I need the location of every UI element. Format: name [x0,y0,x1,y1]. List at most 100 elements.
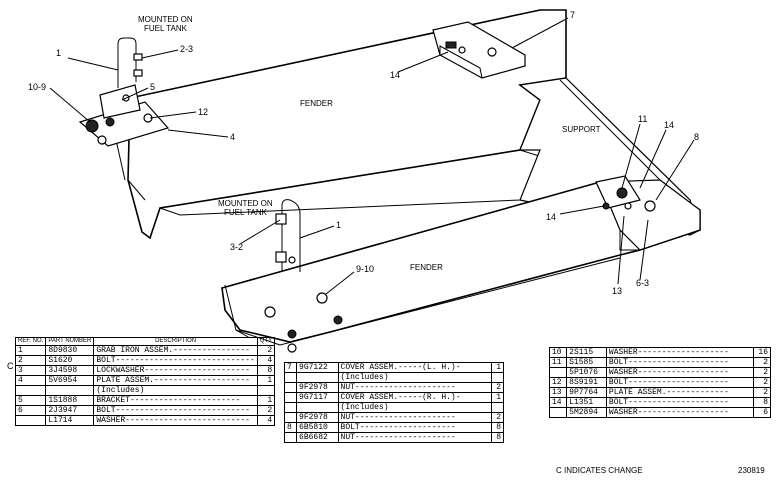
cell-ref: 1 [14,345,47,356]
leader-lines [49,17,695,295]
callout-13: 13 [612,286,622,296]
mounted-on-label-2a: MOUNTED ON [218,199,273,208]
cell-qty [490,372,505,383]
cell-part: 9G7117 [296,392,339,403]
callout-3-2: 3-2 [230,242,243,252]
cell-ref [283,432,298,443]
cell-desc: BOLT--------------------- [605,377,754,388]
cell-part: 8S9191 [566,377,607,388]
table-row: (Includes) [14,385,276,396]
cell-ref: 7 [283,362,298,373]
cell-ref [283,382,298,393]
cell-part: 1S1888 [45,395,95,406]
callout-10-9: 10-9 [28,82,46,92]
col-part-number: PART NUMBER [45,337,95,346]
callout-7: 7 [570,10,575,20]
callout-1-lower: 1 [336,220,341,230]
cell-qty: 16 [752,347,772,358]
callout-8: 8 [694,132,699,142]
cell-part: 3J4598 [45,365,95,376]
cell-ref [283,412,298,423]
cell-part: 9G7122 [296,362,339,373]
lower-fender-bolts [264,292,343,353]
cell-part [296,372,339,383]
cell-desc: COVER ASSEM.-----(R. H.)- [337,392,492,403]
mounted-on-label-1a: MOUNTED ON [138,15,193,24]
cell-qty: 2 [752,367,772,378]
cell-qty: 2 [752,387,772,398]
callout-12: 12 [198,107,208,117]
col-qty: QTY [256,337,276,346]
cell-ref: 4 [14,375,47,386]
cell-part: 8D9830 [45,345,95,356]
cell-qty: 2 [490,382,505,393]
callout-6-3: 6-3 [636,278,649,288]
cell-ref [283,392,298,403]
cell-desc: BOLT-------------------- [337,422,492,433]
cell-part: 9P7764 [566,387,607,398]
cell-qty [490,402,505,413]
cell-part [296,402,339,413]
cell-desc: (Includes) [337,372,492,383]
cell-part: L1714 [45,415,95,426]
parts-table-1-header: REF. NO. PART NUMBER DESCRIPTION QTY [14,337,276,346]
cell-qty: 4 [256,415,276,426]
cell-desc: GRAB IRON ASSEM.---------------- [93,345,258,356]
change-marker: C [7,361,14,371]
callout-2-3: 2-3 [180,44,193,54]
cell-desc: NUT--------------------- [337,412,492,423]
cell-ref: 10 [548,347,568,358]
callout-14-lower: 14 [546,212,556,222]
callout-14-right: 14 [664,120,674,130]
cell-part: 9F2978 [296,382,339,393]
cell-desc: WASHER------------------- [605,367,754,378]
cell-ref [283,372,298,383]
cell-desc: (Includes) [93,385,258,396]
grab-iron-upper [117,37,143,88]
cell-ref [14,385,47,396]
callout-9-10: 9-10 [356,264,374,274]
figure-number: 230819 [738,466,765,475]
cell-part: 9F2978 [296,412,339,423]
mounted-on-label-1b: FUEL TANK [144,24,188,33]
cell-desc: LOCKWASHER---------------------- [93,365,258,376]
cell-desc: BRACKET----------------------- [93,395,258,406]
cell-qty: 2 [256,405,276,416]
cell-desc: BOLT----------------------------- [93,355,258,366]
cell-qty: 8 [490,422,505,433]
cell-part: S1585 [566,357,607,368]
cell-part: 5V6954 [45,375,95,386]
callout-14-upper: 14 [390,70,400,80]
cell-qty: 8 [256,365,276,376]
cell-part: 2S115 [566,347,607,358]
plate-assem-upper [78,84,170,147]
cell-part [45,385,95,396]
cell-qty: 8 [490,432,505,443]
cell-part: 6B6682 [296,432,339,443]
cell-ref [283,402,298,413]
cell-desc: BOLT---------------------------- [93,405,258,416]
cell-ref: 3 [14,365,47,376]
cell-part: 2J3947 [45,405,95,416]
support-label: SUPPORT [562,125,601,134]
cell-qty: 4 [256,355,276,366]
cell-qty: 1 [490,362,505,373]
table-row: (Includes) [283,372,505,383]
cell-desc: WASHER-------------------------- [93,415,258,426]
fender-label-upper: FENDER [300,99,333,108]
cell-desc: NUT--------------------- [337,382,492,393]
text-labels: MOUNTED ON FUEL TANK MOUNTED ON FUEL TAN… [28,10,699,296]
cell-qty: 2 [752,377,772,388]
